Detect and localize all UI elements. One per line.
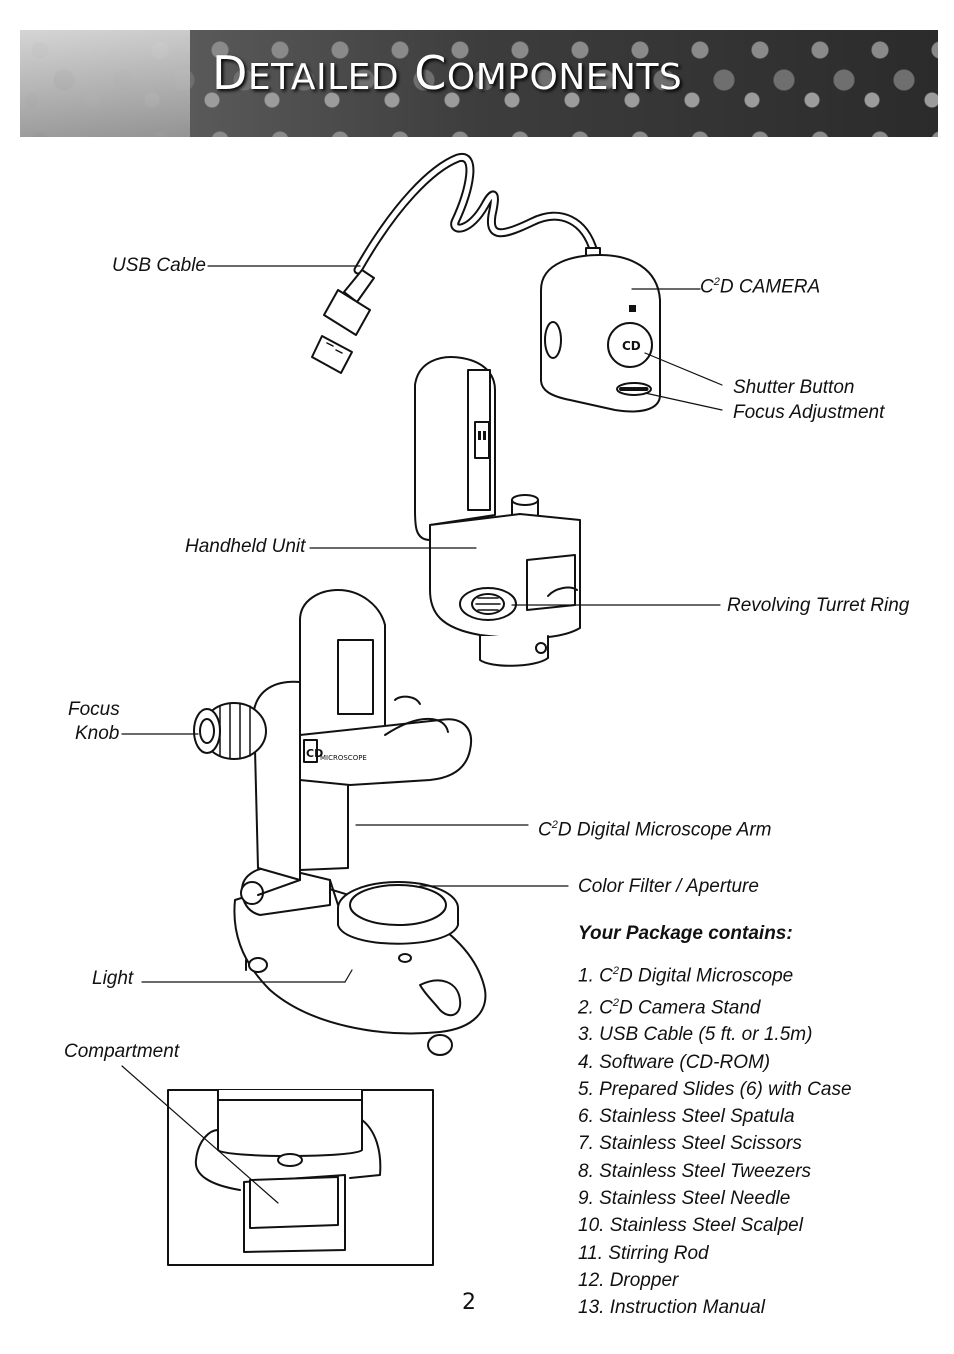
package-item: 3. USB Cable (5 ft. or 1.5m) bbox=[578, 1021, 852, 1048]
page-title: DETAILED COMPONENTS bbox=[212, 46, 682, 100]
compartment-inset bbox=[167, 1089, 434, 1266]
package-item-text-rest: D Camera Stand bbox=[618, 996, 761, 1018]
title-word-1: ETAILED bbox=[247, 57, 400, 98]
package-item: 1. C2D Digital Microscope bbox=[578, 958, 852, 990]
color-filter-label: Color Filter / Aperture bbox=[578, 876, 759, 897]
package-item: 2. C2D Camera Stand bbox=[578, 990, 852, 1022]
package-item: 4. Software (CD-ROM) bbox=[578, 1049, 852, 1076]
focus-knob-label-line1: Focus bbox=[68, 699, 120, 720]
focus-knob-label-line2: Knob bbox=[75, 723, 120, 744]
focus-adjustment-label: Focus Adjustment bbox=[733, 402, 885, 423]
package-item: 10. Stainless Steel Scalpel bbox=[578, 1212, 852, 1239]
package-item: 7. Stainless Steel Scissors bbox=[578, 1130, 852, 1157]
package-item-text: 12. Dropper bbox=[578, 1269, 679, 1291]
title-initial-c: C bbox=[414, 46, 447, 100]
c2d-camera-label: C2D CAMERA bbox=[700, 270, 820, 299]
page-number: 2 bbox=[462, 1290, 476, 1315]
package-item: 5. Prepared Slides (6) with Case bbox=[578, 1076, 852, 1103]
usb-cable-label: USB Cable bbox=[112, 255, 206, 276]
shutter-button-label: Shutter Button bbox=[733, 377, 855, 398]
package-item-text: 1. C bbox=[578, 965, 613, 987]
package-item-text: 11. Stirring Rod bbox=[578, 1242, 709, 1264]
title-initial-d: D bbox=[212, 46, 248, 100]
package-item: 8. Stainless Steel Tweezers bbox=[578, 1158, 852, 1185]
package-title: Your Package contains: bbox=[578, 923, 793, 944]
package-item: 13. Instruction Manual bbox=[578, 1294, 852, 1321]
package-item: 11. Stirring Rod bbox=[578, 1240, 852, 1267]
package-item-text: 8. Stainless Steel Tweezers bbox=[578, 1160, 812, 1182]
leader-lines bbox=[121, 265, 723, 1204]
arm-label-superscript: 2 bbox=[551, 819, 558, 831]
package-item-text: 7. Stainless Steel Scissors bbox=[578, 1133, 802, 1155]
package-item-superscript: 2 bbox=[612, 965, 619, 977]
svg-text:CD: CD bbox=[622, 339, 641, 353]
camera-label-text: D CAMERA bbox=[719, 276, 821, 298]
title-word-2: OMPONENTS bbox=[446, 57, 683, 98]
compartment-label: Compartment bbox=[64, 1041, 180, 1062]
svg-text:CD: CD bbox=[306, 747, 323, 760]
package-item-text: 2. C bbox=[578, 996, 613, 1018]
microscope-stand-drawing: CD MICROSCOPE bbox=[193, 589, 487, 1056]
package-item-text: 3. USB Cable (5 ft. or 1.5m) bbox=[578, 1024, 813, 1046]
package-item-text: 6. Stainless Steel Spatula bbox=[578, 1106, 795, 1128]
header-banner: DETAILED COMPONENTS bbox=[20, 30, 938, 137]
camera-label-superscript: 2 bbox=[713, 276, 720, 288]
package-item-text: 13. Instruction Manual bbox=[578, 1297, 765, 1319]
package-item: 12. Dropper bbox=[578, 1267, 852, 1294]
arm-label-c: C bbox=[538, 819, 552, 841]
microscope-arm-label: C2D Digital Microscope Arm bbox=[538, 813, 771, 842]
package-item-text: 9. Stainless Steel Needle bbox=[578, 1188, 791, 1210]
package-item: 6. Stainless Steel Spatula bbox=[578, 1103, 852, 1130]
arm-label-text: D Digital Microscope Arm bbox=[557, 819, 772, 841]
camera-drawing: CD bbox=[540, 247, 661, 413]
package-item: 9. Stainless Steel Needle bbox=[578, 1185, 852, 1212]
microscope-logo-word: MICROSCOPE bbox=[320, 754, 367, 762]
package-item-text: 4. Software (CD-ROM) bbox=[578, 1051, 771, 1073]
light-label: Light bbox=[92, 968, 134, 989]
microscope-photo bbox=[20, 30, 190, 137]
revolving-turret-ring-label: Revolving Turret Ring bbox=[727, 595, 910, 616]
package-item-text-rest: D Digital Microscope bbox=[618, 965, 794, 987]
handheld-unit-drawing bbox=[414, 356, 581, 667]
camera-label-c: C bbox=[700, 276, 714, 298]
package-item-superscript: 2 bbox=[612, 996, 619, 1009]
package-item-text: 5. Prepared Slides (6) with Case bbox=[578, 1078, 852, 1100]
package-item-text: 10. Stainless Steel Scalpel bbox=[578, 1215, 803, 1237]
usb-cable-drawing bbox=[311, 152, 599, 374]
handheld-unit-label: Handheld Unit bbox=[185, 536, 306, 557]
